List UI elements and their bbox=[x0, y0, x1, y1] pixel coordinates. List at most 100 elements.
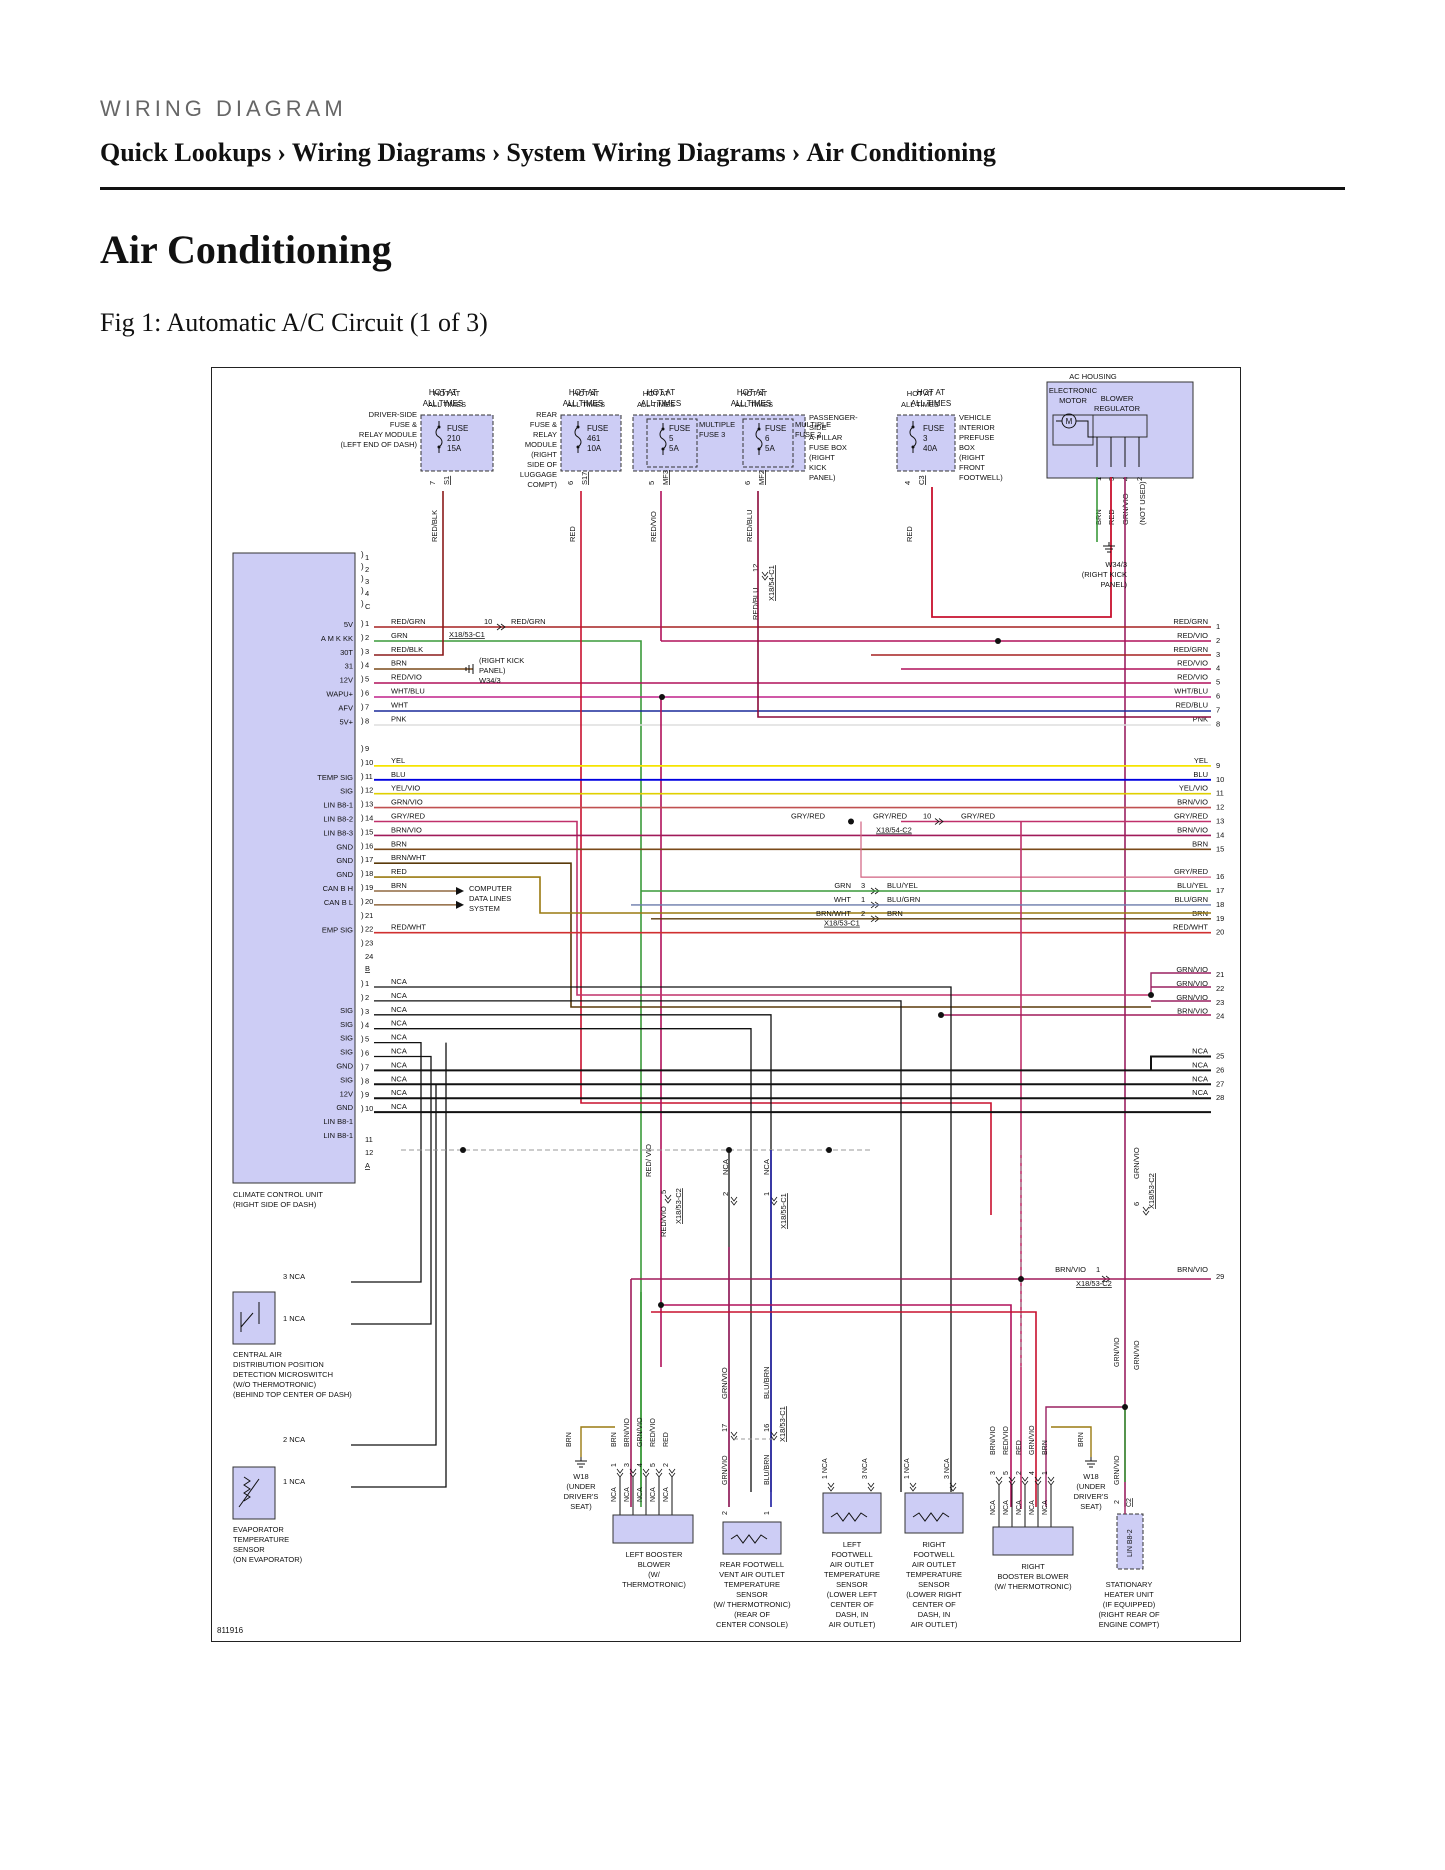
wire-color-label: RED/VIO bbox=[1177, 673, 1208, 682]
wire-color-label: BRN bbox=[566, 1432, 573, 1447]
pin-marker: ) bbox=[361, 841, 364, 850]
hot-at-label: ALL TIMES bbox=[735, 400, 773, 409]
microswitch-label: DISTRIBUTION POSITION bbox=[233, 1360, 324, 1369]
fuse-symbol bbox=[909, 421, 917, 453]
splice-dot bbox=[1018, 1276, 1024, 1282]
splice-dot bbox=[460, 1147, 466, 1153]
ccu-pin-function: 5V bbox=[344, 620, 353, 629]
breadcrumb-item[interactable]: Wiring Diagrams bbox=[291, 138, 486, 167]
ccu-pin-function: CAN B H bbox=[323, 884, 353, 893]
wire-color-label: GRN/VIO bbox=[1176, 979, 1208, 988]
stationary-heater-label: (IF EQUIPPED) bbox=[1103, 1600, 1156, 1609]
pin-marker: ) bbox=[361, 586, 364, 595]
fuse-box-location: DRIVER-SIDE bbox=[369, 410, 417, 419]
right-booster-blower-box bbox=[992, 1526, 1074, 1556]
fuse-box-210 bbox=[420, 414, 494, 472]
pin-marker: ) bbox=[361, 939, 364, 948]
connector-symbol bbox=[934, 818, 944, 825]
stationary-heater-label: (RIGHT REAR OF bbox=[1098, 1610, 1160, 1619]
microswitch-label: (W/O THERMOTRONIC) bbox=[233, 1380, 317, 1389]
wire-color-label: RED bbox=[568, 526, 577, 542]
wire-color-label: RED bbox=[663, 1432, 670, 1447]
pin-number: 8 bbox=[1216, 719, 1220, 728]
switch-symbol bbox=[240, 1302, 260, 1332]
right-footwell-label: CENTER OF bbox=[912, 1600, 956, 1609]
ccu-pin-function: EMP SIG bbox=[322, 926, 353, 935]
pin-number: 5 bbox=[365, 1035, 369, 1044]
ccu-pin-function: SIG bbox=[340, 1048, 353, 1057]
fuse-terminal bbox=[437, 445, 441, 449]
wire-color-label: GRN/VIO bbox=[1176, 965, 1208, 974]
pin-marker: ) bbox=[361, 827, 364, 836]
pin-marker: ) bbox=[361, 869, 364, 878]
pin-number: 17 bbox=[1216, 886, 1224, 895]
pin-number: 13 bbox=[365, 800, 373, 809]
wire-color-label: NCA bbox=[762, 1159, 771, 1175]
fuse-label: FUSE bbox=[765, 424, 786, 433]
multiple-fuse-label: MULTIPLE bbox=[699, 420, 735, 429]
pin-marker: ) bbox=[361, 911, 364, 920]
pin-number: 15 bbox=[1216, 844, 1224, 853]
pin-number: 21 bbox=[1216, 970, 1224, 979]
passenger-fuse-box-label: KICK bbox=[809, 463, 827, 472]
terminal-id: MF2 bbox=[757, 470, 766, 485]
fuse-box-location: FUSE & bbox=[390, 420, 417, 429]
hot-at-all-times-label: ALL TIMES bbox=[731, 399, 771, 408]
fuse-rating: 5A bbox=[669, 444, 679, 453]
wire-color-label: RED/VIO bbox=[650, 1418, 657, 1447]
wire-color-label: BRN/VIO bbox=[1177, 798, 1208, 807]
connector-symbol bbox=[770, 1196, 778, 1206]
pin-number: 12 bbox=[1216, 803, 1224, 812]
pin-number: 5 bbox=[1216, 678, 1220, 687]
wire-nca bbox=[351, 1042, 447, 1488]
terminal-id: C3 bbox=[917, 475, 926, 485]
connector-id: X18/53-C1 bbox=[824, 919, 860, 928]
wire-color-label: RED/BLU bbox=[745, 509, 754, 542]
pin-number: 2 bbox=[663, 1463, 670, 1467]
hot-at-label: ALL TIMES bbox=[637, 400, 675, 409]
terminal-id: MF3 bbox=[661, 470, 670, 485]
terminal-id: S17 bbox=[580, 472, 589, 485]
pin-number: 3 bbox=[365, 647, 369, 656]
pin-number: 9 bbox=[1216, 761, 1220, 770]
pin-number: 3 bbox=[365, 577, 369, 586]
rear-vent-sensor-label: (W/ THERMOTRONIC) bbox=[713, 1600, 791, 1609]
wire-color-label: NCA bbox=[1003, 1500, 1010, 1515]
fuse-box-location: FUSE & bbox=[530, 420, 557, 429]
wire-nca bbox=[351, 1055, 432, 1325]
stationary-heater-box bbox=[1116, 1513, 1144, 1570]
pin-number: 10 bbox=[365, 758, 373, 767]
ccu-pin-function: GND bbox=[336, 1062, 353, 1071]
breadcrumb-item[interactable]: System Wiring Diagrams bbox=[506, 138, 786, 167]
fuse-terminal bbox=[757, 447, 761, 451]
pin-marker: ) bbox=[361, 814, 364, 823]
document-kicker: WIRING DIAGRAM bbox=[100, 96, 347, 121]
wire-brn bbox=[1051, 1426, 1092, 1457]
ground-label: W34/3 bbox=[1105, 560, 1127, 569]
wire-color-label: NCA bbox=[1192, 1088, 1208, 1097]
wire-color-label: (NOT USED) bbox=[1138, 481, 1147, 525]
connector-symbol bbox=[664, 1194, 672, 1204]
wire-color-label: WHT bbox=[391, 700, 408, 709]
fuse-number: 461 bbox=[587, 434, 601, 443]
ccu-pin-function: GND bbox=[336, 842, 353, 851]
wire-color-label: WHT bbox=[834, 895, 851, 904]
hot-at-label: HOT AT bbox=[907, 389, 934, 398]
wire-color-label: RED/VIO bbox=[649, 511, 658, 542]
wire-color-label: GRN/VIO bbox=[1114, 1455, 1121, 1485]
evaporator-sensor-label: SENSOR bbox=[233, 1545, 265, 1554]
pin-marker: ) bbox=[361, 619, 364, 628]
wire-red bbox=[580, 491, 992, 1215]
breadcrumb-item[interactable]: Quick Lookups bbox=[100, 138, 272, 167]
diagram-frame bbox=[211, 367, 1241, 1642]
hot-at-label: HOT AT bbox=[573, 389, 600, 398]
pin-number: 7 bbox=[365, 702, 369, 711]
wire-color-label: RED/VIO bbox=[1177, 659, 1208, 668]
evaporator-sensor-box bbox=[232, 1466, 276, 1520]
pin-number: 1 bbox=[764, 1511, 771, 1515]
wire-color-label: GRN/VIO bbox=[391, 798, 423, 807]
left-footwell-label: AIR OUTLET) bbox=[829, 1620, 876, 1629]
wire-color-label: BRN/WHT bbox=[391, 853, 426, 862]
ccu-pin-function: 5V+ bbox=[339, 717, 353, 726]
wire-color-label: BLU bbox=[1193, 770, 1208, 779]
